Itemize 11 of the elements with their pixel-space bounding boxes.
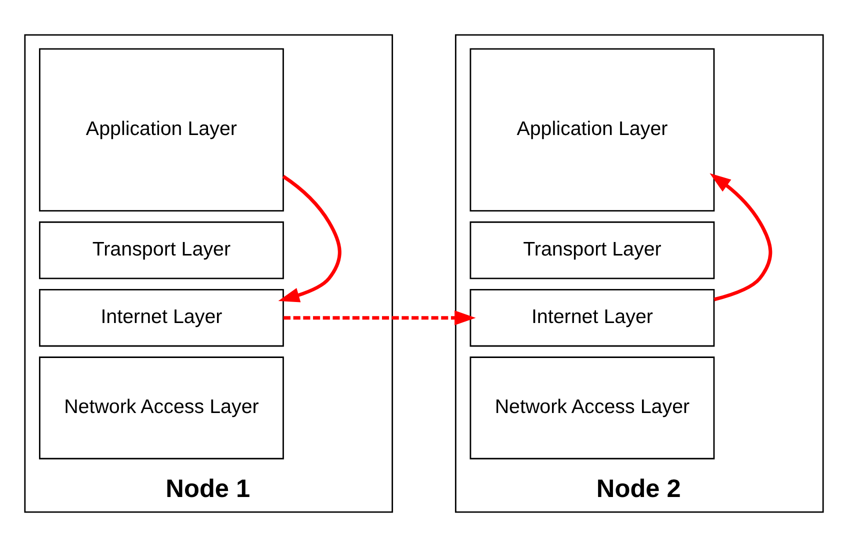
node-box: Internet Layer <box>470 288 715 347</box>
node-box: Application Layer <box>470 48 715 212</box>
arrow <box>278 174 342 302</box>
arrow <box>283 310 476 326</box>
node-box: Application Layer <box>39 48 284 212</box>
node-box: Transport Layer <box>39 221 284 280</box>
node-box: Internet Layer <box>39 288 284 347</box>
node-box: Network Access Layer <box>470 356 715 460</box>
node-box: Transport Layer <box>470 221 715 280</box>
node-box: Network Access Layer <box>39 356 284 460</box>
arrow <box>710 173 772 302</box>
